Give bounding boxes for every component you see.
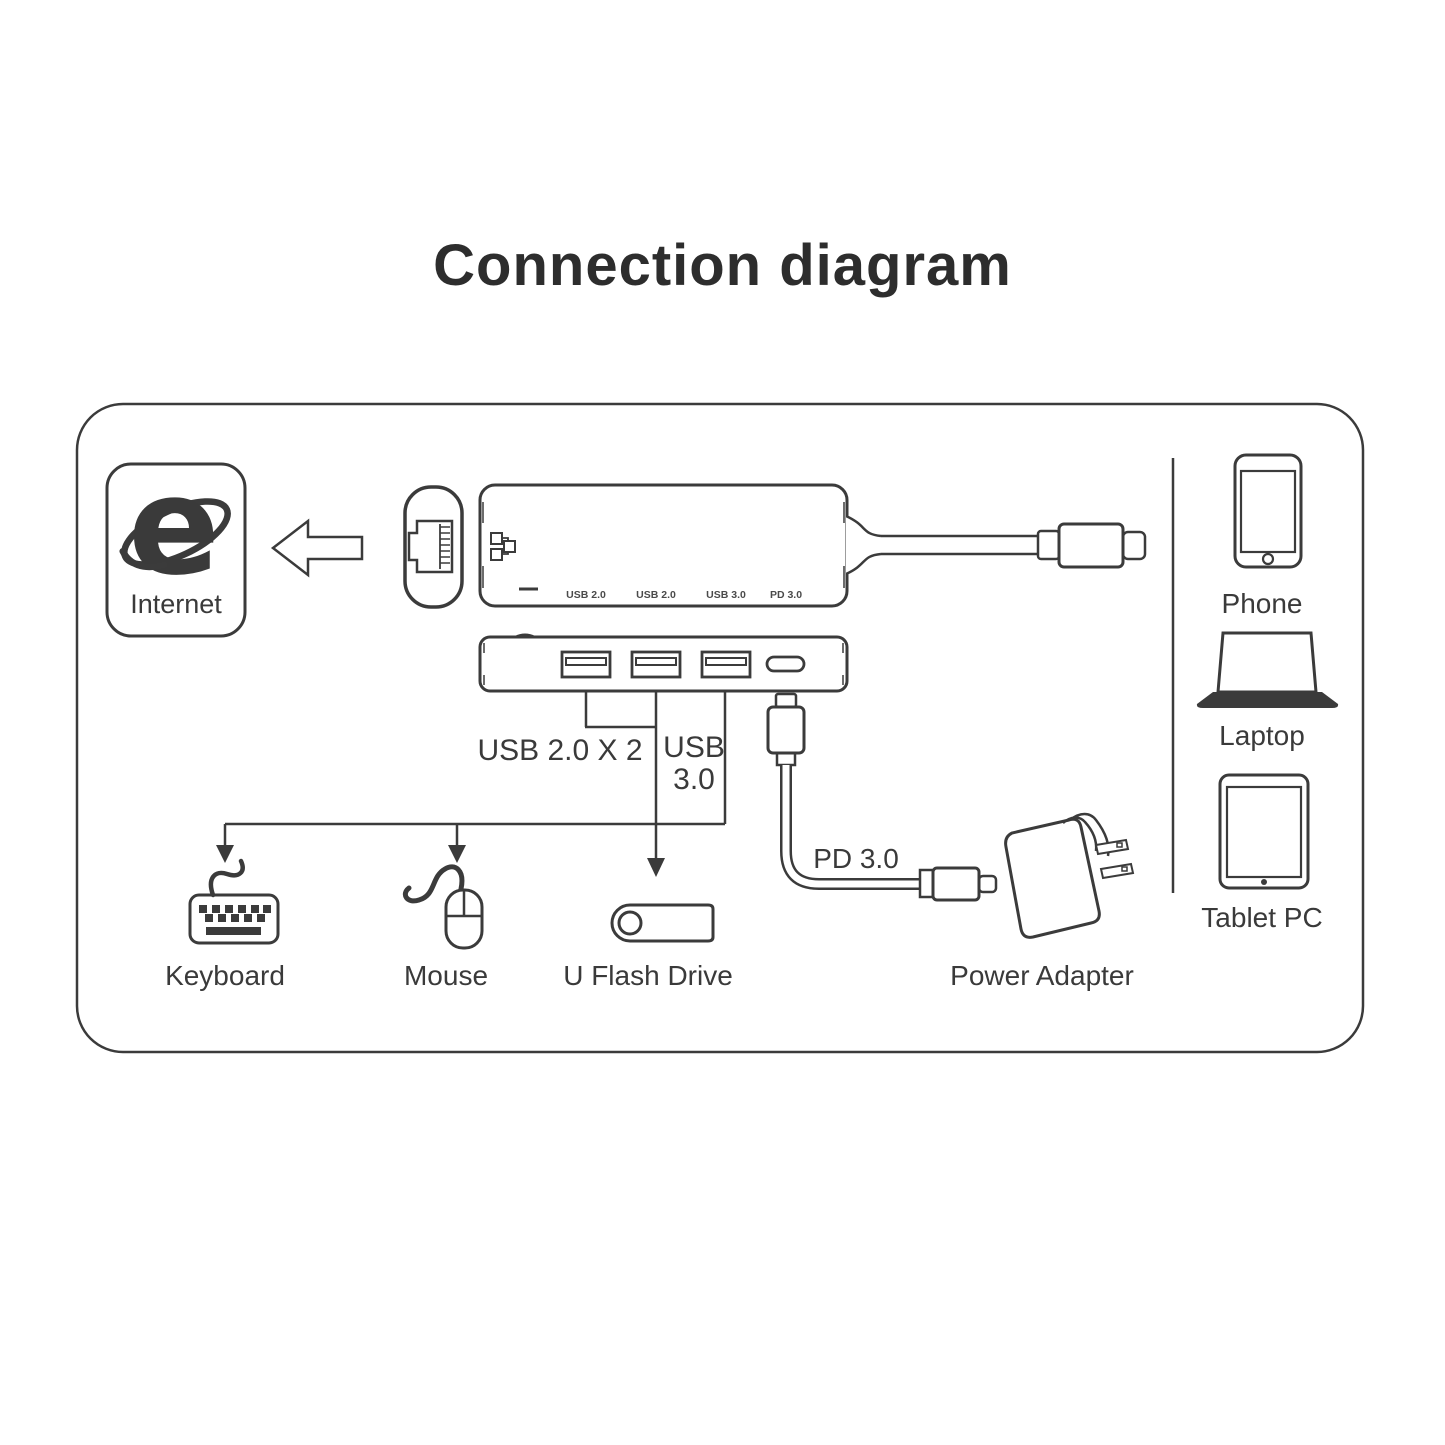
usb3-label: USB 3.0 <box>663 731 725 796</box>
keyboard-icon <box>188 858 280 945</box>
internet-label: Internet <box>130 589 222 619</box>
ie-logo-glyph: e <box>128 448 220 605</box>
tablet-label: Tablet PC <box>1201 902 1323 933</box>
page-title: Connection diagram <box>433 233 1012 298</box>
pd-label: PD 3.0 <box>813 843 899 874</box>
connection-lines <box>216 691 727 877</box>
phone-label: Phone <box>1221 588 1303 619</box>
usb-c-host-cable <box>845 514 1147 576</box>
hub-port-label-usb2-a: USB 2.0 <box>566 589 606 601</box>
laptop-icon <box>1196 631 1339 708</box>
usb-a-port-1 <box>560 650 612 679</box>
hub-port-label-pd: PD 3.0 <box>769 589 803 601</box>
hub-port-label-usb2-b: USB 2.0 <box>636 589 676 601</box>
usb-c-port <box>765 655 806 673</box>
usb-c-plug-icon <box>1057 522 1125 569</box>
keyboard-label: Keyboard <box>165 960 285 991</box>
lan-icon <box>490 532 516 561</box>
laptop-label: Laptop <box>1219 720 1305 751</box>
ethernet-port-icon <box>403 485 464 609</box>
hub-port-label-usb3: USB 3.0 <box>706 589 746 601</box>
power-adapter-label: Power Adapter <box>950 960 1134 991</box>
usb-a-port-3 <box>700 650 752 679</box>
usb-a-port-2 <box>630 650 682 679</box>
flash-drive-label: U Flash Drive <box>563 960 733 991</box>
phone-icon <box>1233 453 1303 569</box>
mouse-label: Mouse <box>403 960 489 991</box>
usb2-group-label: USB 2.0 X 2 <box>477 734 643 767</box>
tablet-icon <box>1218 773 1310 890</box>
hub-top-view <box>478 483 849 608</box>
pd-cable <box>766 692 998 902</box>
flash-drive-icon <box>610 903 715 943</box>
hub-front-view <box>478 633 849 693</box>
internet-icon: e <box>105 448 247 638</box>
mouse-icon <box>402 864 484 950</box>
power-adapter-icon <box>1004 812 1135 939</box>
diagram-panel-border <box>75 402 1365 1054</box>
arrow-left-icon <box>270 518 364 578</box>
